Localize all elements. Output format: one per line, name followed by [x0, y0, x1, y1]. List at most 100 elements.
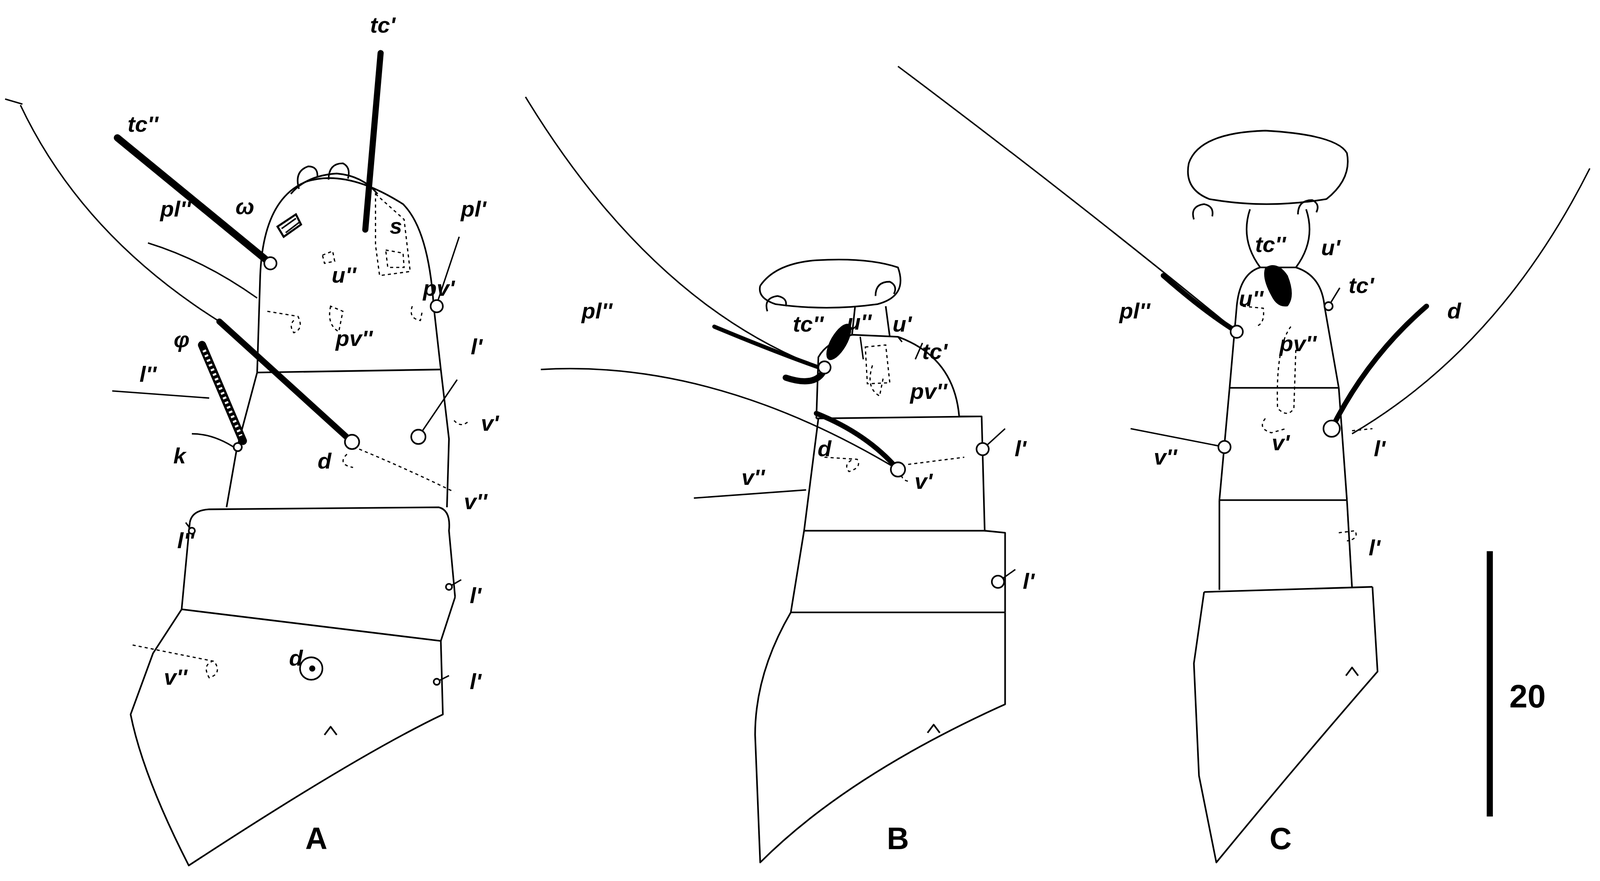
seta-socket	[430, 300, 443, 313]
seta-label: u''	[1239, 287, 1264, 311]
thick-seta	[785, 369, 825, 382]
thin-seta	[148, 242, 258, 298]
seta-label: k	[173, 444, 186, 468]
seta-label: d	[317, 450, 332, 473]
thin-seta	[418, 379, 457, 438]
thick-seta	[117, 52, 1427, 470]
internal-outline	[1338, 530, 1357, 541]
segment-outline	[130, 609, 443, 866]
segment-outline	[1219, 499, 1347, 501]
panel-letter: B	[886, 823, 910, 855]
seta-label: l'	[1373, 437, 1386, 461]
solenidion	[204, 349, 241, 436]
segment-outline	[1194, 586, 1378, 863]
segment-outline	[1192, 204, 1213, 220]
thin-seta	[693, 489, 806, 499]
thin-seta	[540, 368, 898, 470]
internal-outline	[865, 345, 890, 384]
seta-label: v''	[1153, 445, 1177, 469]
seta-label: d	[817, 437, 832, 461]
thick-seta	[1163, 275, 1238, 332]
seta-label: v'	[480, 412, 499, 435]
seta-label: pv''	[1279, 332, 1317, 356]
seta-label: φ	[173, 328, 190, 352]
seta-label: tc'	[1348, 274, 1374, 297]
seta-label: pl'	[460, 197, 487, 221]
scale-bar	[1486, 550, 1493, 817]
seta-label: s	[389, 215, 402, 238]
seta-label: v''	[741, 466, 765, 489]
segment-outline	[803, 529, 986, 532]
seta-label: pl''	[160, 197, 191, 221]
scale-value: 20	[1509, 679, 1546, 713]
solenidion	[202, 214, 302, 441]
thick-seta	[365, 52, 381, 230]
seta-socket	[445, 583, 452, 590]
segment-outline	[803, 418, 819, 531]
seta-label: pv'	[423, 277, 455, 300]
seta-label: d	[288, 646, 303, 670]
segment-outline	[328, 163, 350, 180]
thick-seta	[1331, 306, 1427, 429]
seta-label: l'	[1368, 536, 1381, 560]
internal-outline	[870, 365, 884, 397]
internal-outline	[1352, 428, 1373, 431]
segment-outline	[130, 130, 1378, 866]
seta-label: pl''	[581, 300, 613, 323]
seta-label: u''	[846, 311, 872, 334]
seta-label: l''	[177, 529, 195, 553]
seta-label: u'	[892, 313, 912, 336]
seta-label: l'	[1014, 437, 1027, 461]
seta-label: l'	[469, 670, 482, 693]
seta-label: l''	[139, 363, 157, 386]
segment-outline	[1346, 667, 1359, 676]
internal-outline	[359, 448, 454, 492]
spine-seta	[1264, 265, 1292, 307]
seta-label: tc''	[792, 313, 824, 336]
seta-label: pl''	[1119, 300, 1150, 323]
segment-outline	[790, 530, 804, 613]
seta-socket	[300, 657, 323, 680]
seta-socket	[818, 361, 831, 374]
internal-outline	[411, 306, 423, 321]
internal-outline	[908, 457, 965, 465]
seta-label: l'	[470, 335, 483, 358]
thin-seta	[897, 66, 1237, 332]
thin-seta	[915, 342, 923, 360]
segment-outline	[1346, 499, 1353, 588]
seta-socket	[264, 257, 277, 270]
segment-outline	[1218, 499, 1221, 590]
thin-seta	[860, 336, 864, 360]
seta-socket	[1324, 302, 1333, 311]
thin-seta	[1130, 428, 1225, 447]
seta-label: u''	[331, 264, 356, 287]
pore-dot	[309, 665, 316, 672]
segment-outline	[189, 507, 456, 598]
thick-seta	[117, 137, 271, 264]
spine-seta	[821, 265, 1292, 364]
segment-outline	[1246, 209, 1310, 268]
thin-seta	[112, 390, 210, 399]
panel-letter: A	[305, 823, 328, 855]
thin-seta	[191, 433, 237, 449]
solenidion	[281, 218, 300, 233]
segment-outline	[290, 173, 378, 194]
segment-outline	[759, 259, 901, 308]
seta-label: v'	[914, 470, 933, 493]
segment-outline	[1229, 386, 1339, 389]
seta-label: tc''	[127, 113, 159, 136]
internal-outline	[322, 251, 335, 264]
seta-socket	[233, 442, 242, 452]
seta-label: tc'	[922, 340, 948, 363]
seta-label: v'	[1271, 431, 1290, 454]
seta-label: pv''	[910, 380, 948, 403]
seta-socket	[188, 257, 1340, 685]
seta-label: v''	[464, 490, 488, 514]
seta-socket	[1323, 420, 1340, 437]
seta-socket	[411, 429, 426, 444]
internal-outline	[267, 311, 301, 333]
segment-outline	[959, 416, 985, 531]
